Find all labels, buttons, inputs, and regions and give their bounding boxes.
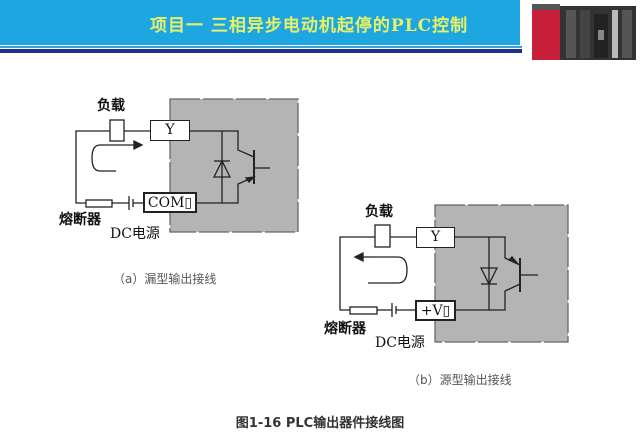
terminal-v-b: +V▯: [415, 300, 456, 321]
figure-title: 图1-16 PLC输出器件接线图: [235, 416, 405, 431]
diode-symbol: [479, 267, 499, 286]
fuse-symbol: [85, 199, 113, 208]
diagram-b-source-output: [339, 204, 569, 343]
header-divider: [0, 46, 522, 48]
terminal-y-a: Y: [150, 120, 190, 141]
terminal-y-b: Y: [416, 227, 455, 248]
power-label-a: DC电源: [110, 226, 160, 242]
current-flow-arrow: [91, 144, 118, 172]
fuse-label-a: 熔断器: [59, 212, 101, 228]
load-label-a: 负载: [97, 98, 125, 114]
fuse-symbol: [349, 306, 378, 315]
plc-module-area: [434, 204, 569, 343]
header-bar: 项目一 三相异步电动机起停的PLC控制: [0, 0, 520, 45]
terminal-com-a: COM▯: [143, 192, 197, 213]
load-label-b: 负载: [365, 204, 393, 220]
header-divider-dark: [0, 49, 522, 53]
caption-b: （b）源型输出接线: [408, 373, 512, 387]
power-label-b: DC电源: [375, 335, 425, 351]
fuse-label-b: 熔断器: [324, 321, 366, 337]
load-box: [374, 224, 391, 248]
current-flow-arrow: [368, 256, 408, 284]
diode-symbol: [212, 159, 232, 178]
plc-hardware-image: [528, 0, 640, 62]
load-box: [109, 119, 125, 142]
caption-a: （a）漏型输出接线: [113, 272, 217, 286]
header-title: 项目一 三相异步电动机起停的PLC控制: [150, 16, 469, 36]
